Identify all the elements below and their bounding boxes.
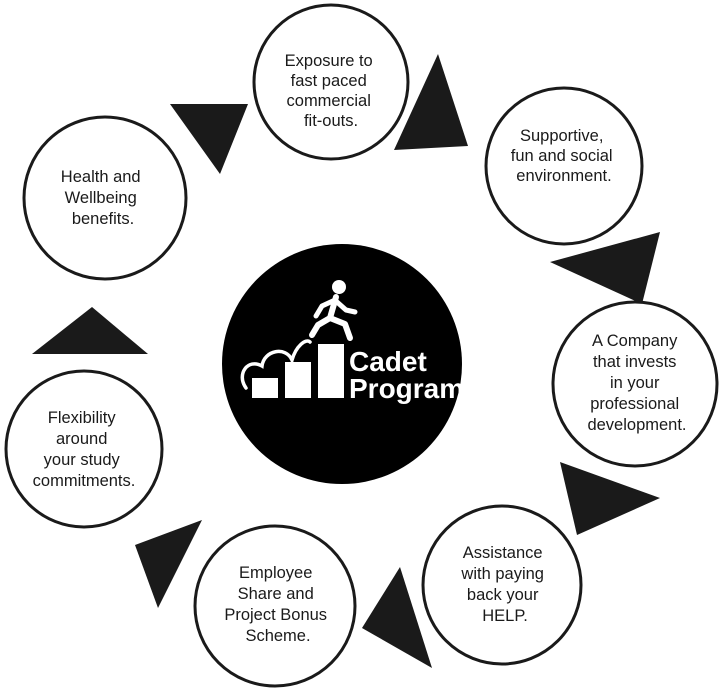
benefit-text: A Company that invests in your professio… (587, 332, 686, 434)
benefit-line: around (56, 430, 107, 448)
benefit-line: Project Bonus (224, 606, 327, 624)
benefit-circle (4, 369, 164, 529)
cycle-arrows (32, 54, 660, 668)
benefit-line: commitments. (33, 472, 136, 490)
benefit-text: Exposure to fast paced commercial fit-ou… (285, 52, 378, 130)
center-title-line2: Program (349, 373, 464, 404)
benefit-circle (484, 86, 644, 246)
benefit-line: in your (610, 374, 660, 392)
benefit-circle (252, 3, 410, 161)
benefit-line: benefits. (72, 210, 134, 228)
benefit-flexibility: Flexibility around your study commitment… (4, 369, 164, 529)
arrow-share-to-flexibility (135, 520, 202, 608)
benefit-line: Exposure to (285, 52, 373, 70)
benefit-line: with paying (460, 565, 544, 583)
benefit-line: Health and (61, 168, 141, 186)
benefit-supportive: Supportive, fun and social environment. (484, 86, 644, 246)
benefit-line: fun and social (511, 147, 613, 165)
benefit-line: back your (467, 586, 539, 604)
arrow-exposure-to-supportive (394, 54, 468, 150)
benefit-invests: A Company that invests in your professio… (551, 300, 719, 468)
benefit-text: Supportive, fun and social environment. (511, 127, 617, 185)
benefit-line: commercial (287, 92, 371, 110)
benefit-line: fit-outs. (304, 112, 358, 130)
center-hub: Cadet Program (222, 244, 464, 484)
benefit-line: Share and (238, 585, 314, 603)
benefit-line: fast paced (291, 72, 367, 90)
benefit-line: Supportive, (520, 127, 603, 145)
benefit-line: Wellbeing (65, 189, 137, 207)
benefit-line: that invests (593, 353, 676, 371)
benefit-line: Flexibility (48, 409, 117, 427)
benefit-line: environment. (516, 167, 611, 185)
benefit-circle (551, 300, 719, 468)
benefit-line: your study (44, 451, 121, 469)
benefit-line: HELP. (482, 607, 528, 625)
benefit-help: Assistance with paying back your HELP. (421, 504, 583, 666)
person-climbing-steps-icon (240, 280, 358, 398)
benefit-text: Assistance with paying back your HELP. (460, 544, 548, 625)
arrow-health-to-exposure (170, 104, 248, 174)
arrow-supportive-to-invests (550, 232, 660, 304)
benefit-text: Flexibility around your study commitment… (33, 409, 136, 490)
benefit-share: Employee Share and Project Bonus Scheme. (193, 524, 357, 688)
benefit-circle (421, 504, 583, 666)
arrow-help-to-share (362, 567, 432, 668)
benefit-line: development. (587, 416, 686, 434)
benefit-line: Employee (239, 564, 312, 582)
benefit-line: A Company (592, 332, 678, 350)
benefit-health: Health and Wellbeing benefits. (22, 115, 188, 281)
benefit-circle (193, 524, 357, 688)
benefit-text: Health and Wellbeing benefits. (61, 168, 145, 228)
benefit-line: professional (590, 395, 679, 413)
arrow-flexibility-to-health (32, 307, 148, 354)
benefit-line: Scheme. (245, 627, 310, 645)
benefit-line: Assistance (463, 544, 543, 562)
benefit-exposure: Exposure to fast paced commercial fit-ou… (252, 3, 410, 161)
center-title-line1: Cadet (349, 346, 427, 377)
benefit-text: Employee Share and Project Bonus Scheme. (224, 564, 331, 645)
benefit-circle (22, 115, 188, 281)
arrow-invests-to-help (560, 462, 660, 535)
